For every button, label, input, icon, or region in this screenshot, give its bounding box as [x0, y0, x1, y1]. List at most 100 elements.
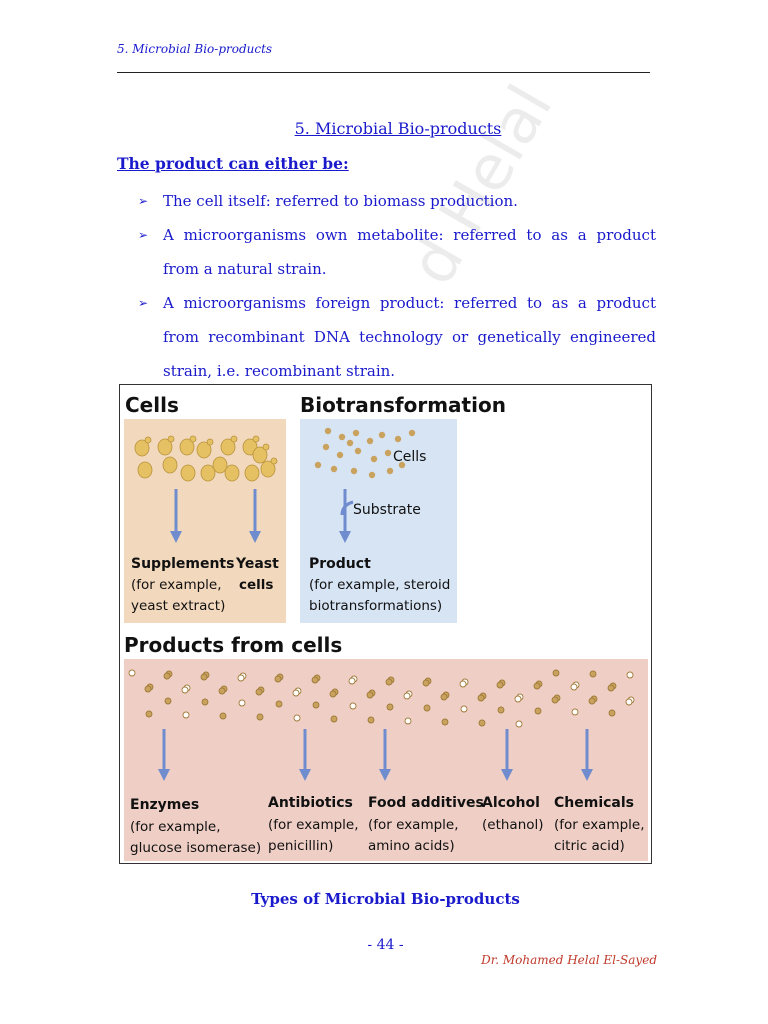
- yeast-cell: [134, 439, 150, 457]
- particle-dot: [588, 697, 596, 705]
- substrate-arrow: [340, 500, 354, 516]
- cell-dot: [398, 461, 406, 469]
- product-line: glucose isomerase): [130, 840, 261, 856]
- biotransformation-panel: [300, 419, 457, 623]
- header-rule: [117, 72, 650, 73]
- biotrans-cells-icon: [314, 427, 416, 479]
- biotransformation-heading: Biotransformation: [300, 393, 506, 417]
- particle-dot: [164, 697, 172, 705]
- yeast-cell: [137, 461, 153, 479]
- yeast-bud: [144, 436, 152, 444]
- yeast-cell: [224, 464, 240, 482]
- cell-dot: [350, 467, 358, 475]
- cells-heading: Cells: [125, 393, 179, 417]
- particle-dot: [497, 706, 505, 714]
- yeast-bud: [167, 435, 175, 443]
- output-line: biotransformations): [309, 598, 442, 614]
- particle-dot: [607, 684, 615, 692]
- particle-dot: [441, 718, 449, 726]
- product-line: citric acid): [554, 838, 625, 854]
- particle-dot: [403, 692, 411, 700]
- arrow-head: [581, 769, 593, 781]
- particle-dot: [366, 691, 374, 699]
- output-title: Yeast: [235, 556, 279, 572]
- cell-dot: [352, 429, 360, 437]
- cell-dot: [322, 443, 330, 451]
- particle-dot: [478, 719, 486, 727]
- particle-dot: [219, 712, 227, 720]
- particle-dot: [182, 711, 190, 719]
- yeast-bud: [206, 438, 214, 446]
- output-title: Supplements: [131, 556, 234, 572]
- yeast-cell: [200, 464, 216, 482]
- particle-dot: [201, 698, 209, 706]
- cell-dot: [384, 449, 392, 457]
- cell-dot: [370, 455, 378, 463]
- flow-arrows: [158, 489, 593, 781]
- yeast-cell: [157, 438, 173, 456]
- yeast-cell: [260, 460, 276, 478]
- figure-caption: Types of Microbial Bio-products: [251, 890, 520, 908]
- cell-dot: [354, 447, 362, 455]
- particle-dot: [423, 704, 431, 712]
- bullet-text: A microorganisms own metabolite: referre…: [163, 226, 656, 278]
- yeast-bud: [230, 435, 238, 443]
- particle-dot: [496, 681, 504, 689]
- yeast-cell: [220, 438, 236, 456]
- particle-dot: [626, 671, 634, 679]
- bio-products-figure: Cells Biotransformation Products from ce…: [119, 384, 652, 864]
- particle-dot: [367, 716, 375, 724]
- output-line: (for example, steroid: [309, 577, 450, 593]
- particle-dot: [534, 707, 542, 715]
- particle-dot: [625, 698, 633, 706]
- particle-dot: [460, 705, 468, 713]
- cell-dot: [378, 431, 386, 439]
- product-title: Enzymes: [130, 797, 199, 813]
- particle-dot: [533, 682, 541, 690]
- particle-dot: [570, 683, 578, 691]
- cell-dot: [394, 435, 402, 443]
- particle-dot: [255, 688, 263, 696]
- particle-dot: [144, 685, 152, 693]
- particle-dot: [274, 675, 282, 683]
- yeast-bud: [189, 435, 197, 443]
- arrow-bullet-icon: ➢: [138, 228, 149, 242]
- section-title: 5. Microbial Bio-products: [294, 119, 502, 138]
- author-name: Dr. Mohamed Helal El-Sayed: [481, 953, 657, 967]
- product-line: amino acids): [368, 838, 455, 854]
- yeast-cell: [244, 464, 260, 482]
- particle-dot: [348, 677, 356, 685]
- particle-dot: [349, 702, 357, 710]
- yeast-cell: [196, 441, 212, 459]
- particle-dot: [200, 673, 208, 681]
- output-line: cells: [239, 577, 273, 593]
- cell-dot: [386, 467, 394, 475]
- arrow-head: [501, 769, 513, 781]
- particle-dot: [181, 686, 189, 694]
- bullet-text: The cell itself: referred to biomass pro…: [163, 192, 518, 210]
- cell-dot: [368, 471, 376, 479]
- particle-dot: [329, 690, 337, 698]
- particle-dot: [292, 689, 300, 697]
- particle-dot: [422, 679, 430, 687]
- cell-dot: [366, 437, 374, 445]
- arrow-head: [170, 531, 182, 543]
- particle-dot: [312, 701, 320, 709]
- yeast-bud: [270, 457, 278, 465]
- particle-dot: [440, 693, 448, 701]
- product-title: Food additives: [368, 795, 484, 811]
- cell-dot: [336, 451, 344, 459]
- yeast-cell: [162, 456, 178, 474]
- yeast-cell: [212, 456, 228, 474]
- particle-dot: [477, 694, 485, 702]
- output-line: (for example,: [131, 577, 222, 593]
- product-particles-icon: [128, 669, 635, 728]
- arrow-head: [379, 769, 391, 781]
- product-title: Antibiotics: [268, 795, 353, 811]
- cell-dot: [314, 461, 322, 469]
- particle-dot: [459, 680, 467, 688]
- particle-dot: [571, 708, 579, 716]
- cell-dot: [338, 433, 346, 441]
- product-title: Alcohol: [482, 795, 540, 811]
- products-heading: Products from cells: [124, 633, 342, 657]
